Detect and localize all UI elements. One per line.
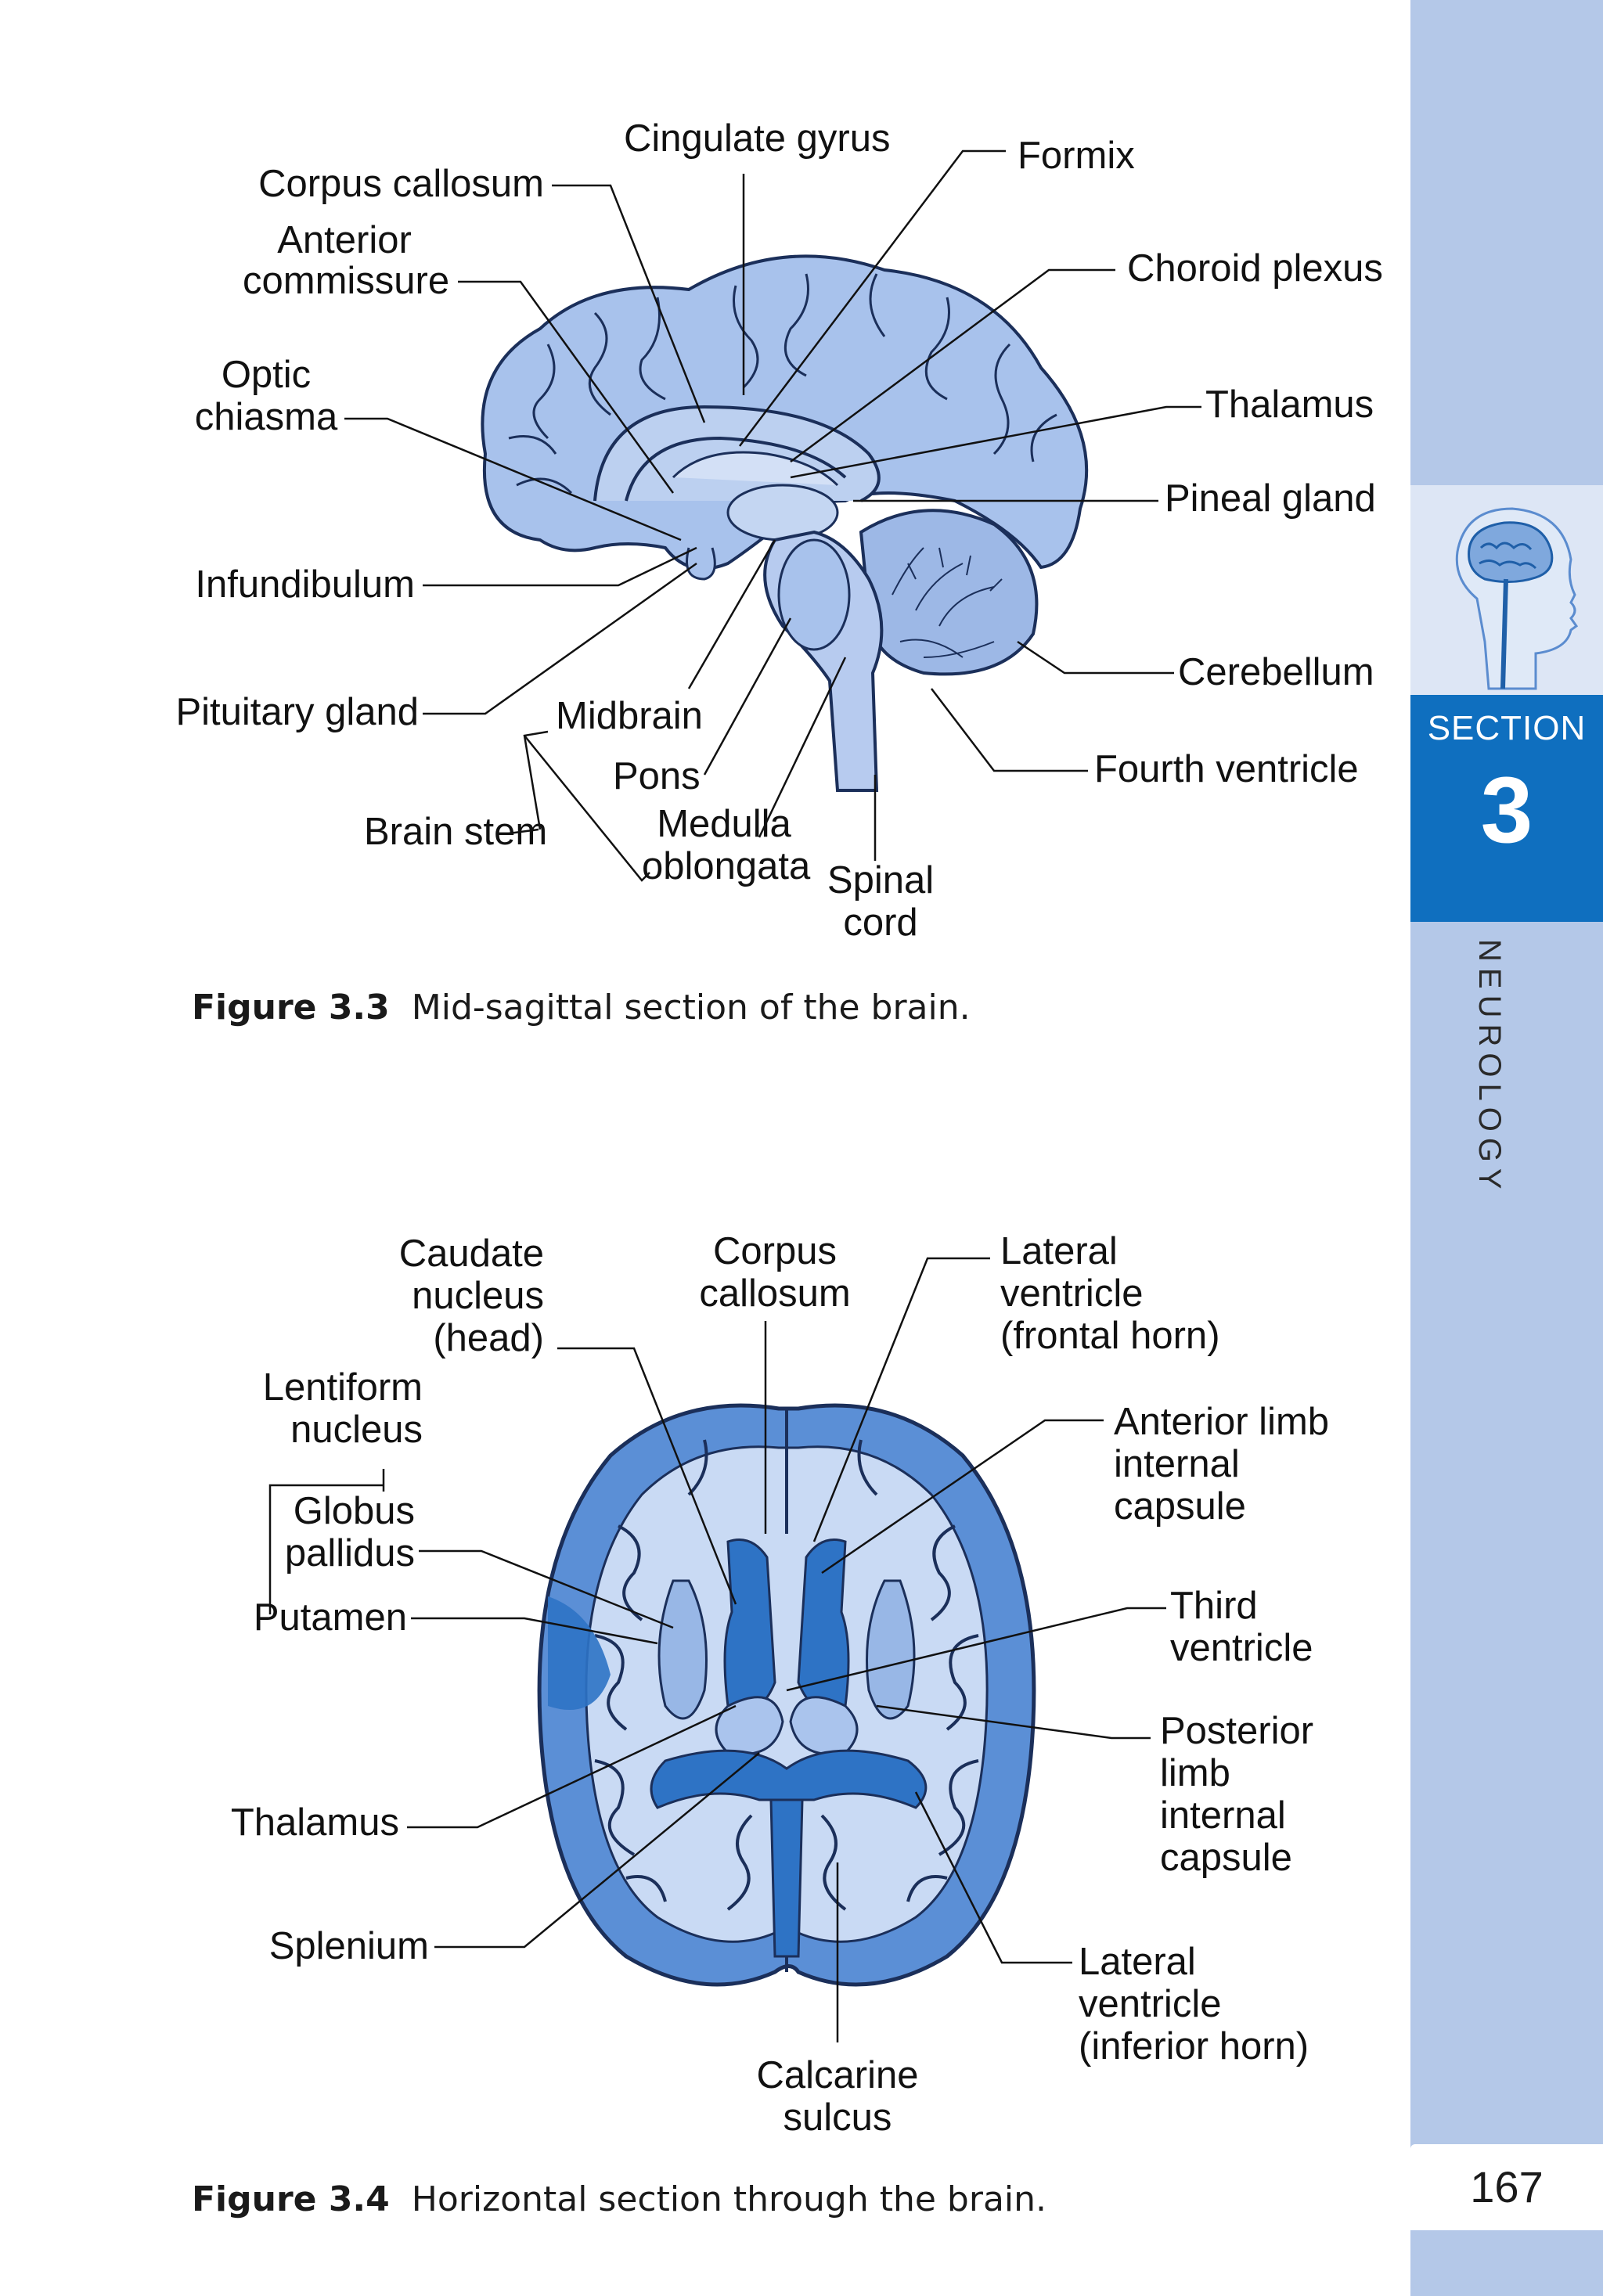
- section-number: 3: [1480, 758, 1533, 862]
- label-lv-inferior-3: (inferior horn): [1079, 2025, 1309, 2067]
- label-third-ventricle-2: ventricle: [1170, 1627, 1313, 1669]
- figure-3-4-caption-label: Figure 3.4: [192, 2179, 390, 2219]
- label-caudate-1: Caudate: [398, 1233, 544, 1275]
- label-putamen: Putamen: [253, 1596, 407, 1639]
- figure-3-3-caption-label: Figure 3.3: [192, 988, 390, 1027]
- label-pons: Pons: [613, 755, 701, 797]
- section-sidebar: [1410, 0, 1603, 2296]
- label-cingulate-gyrus: Cingulate gyrus: [624, 117, 891, 160]
- label-infundibulum: Infundibulum: [195, 563, 415, 606]
- label-pineal-gland: Pineal gland: [1165, 477, 1376, 520]
- chapter-name: NEUROLOGY: [1472, 939, 1507, 1196]
- figure-3-3-caption-text: Mid-sagittal section of the brain.: [411, 988, 971, 1027]
- label-fourth-ventricle: Fourth ventricle: [1094, 748, 1359, 790]
- label-post-limb-3: internal: [1160, 1794, 1286, 1837]
- label-lv-frontal-2: ventricle: [1000, 1272, 1144, 1315]
- label-spinal-cord-1: Spinal: [827, 859, 935, 901]
- label-cc-2: callosum: [699, 1272, 851, 1315]
- label-third-ventricle-1: Third: [1170, 1585, 1258, 1627]
- label-calcarine-2: sulcus: [783, 2096, 892, 2139]
- label-spinal-cord-2: cord: [843, 901, 918, 944]
- label-anterior-commissure-2: commissure: [243, 260, 450, 302]
- label-lv-frontal-1: Lateral: [1000, 1230, 1118, 1272]
- label-lv-inferior-1: Lateral: [1079, 1941, 1196, 1983]
- label-corpus-callosum: Corpus callosum: [258, 163, 544, 205]
- label-post-limb-2: limb: [1160, 1752, 1230, 1794]
- page-number: 167: [1410, 2144, 1603, 2230]
- label-globus-2: pallidus: [284, 1532, 415, 1574]
- label-fornix: Formix: [1018, 135, 1135, 177]
- label-midbrain: Midbrain: [556, 695, 703, 737]
- label-ant-limb-2: internal: [1114, 1443, 1240, 1485]
- figure-3-4-illustration: [268, 1257, 1166, 2042]
- label-optic-chiasma-2: chiasma: [194, 396, 338, 438]
- figure-3-4-caption: Figure 3.4 Horizontal section through th…: [192, 2179, 1046, 2219]
- label-anterior-commissure-1: Anterior: [277, 219, 412, 261]
- label-lv-inferior-2: ventricle: [1079, 1983, 1222, 2025]
- label-choroid-plexus: Choroid plexus: [1127, 247, 1383, 290]
- label-post-limb-1: Posterior: [1160, 1710, 1314, 1752]
- label-cc-1: Corpus: [713, 1230, 837, 1272]
- label-medulla-2: oblongata: [642, 845, 811, 887]
- section-badge: SECTION 3: [1410, 695, 1603, 922]
- section-label: SECTION: [1427, 709, 1587, 747]
- label-globus-1: Globus: [293, 1490, 415, 1532]
- label-cerebellum: Cerebellum: [1178, 651, 1374, 693]
- figure-3-3-caption: Figure 3.3 Mid-sagittal section of the b…: [192, 988, 971, 1027]
- label-lv-frontal-3: (frontal horn): [1000, 1315, 1220, 1357]
- label-lentiform-2: nucleus: [290, 1409, 423, 1451]
- head-brain-icon: [1410, 485, 1603, 700]
- label-brain-stem: Brain stem: [364, 811, 548, 853]
- label-thalamus-2: Thalamus: [230, 1801, 399, 1844]
- label-thalamus: Thalamus: [1205, 383, 1374, 426]
- figure-3-4-caption-text: Horizontal section through the brain.: [411, 2179, 1046, 2219]
- label-calcarine-1: Calcarine: [756, 2054, 919, 2096]
- label-medulla-1: Medulla: [657, 803, 791, 845]
- label-lentiform-1: Lentiform: [262, 1366, 423, 1409]
- label-splenium: Splenium: [268, 1925, 429, 1967]
- label-pituitary-gland: Pituitary gland: [175, 691, 419, 733]
- label-caudate-2: nucleus: [412, 1275, 544, 1317]
- label-post-limb-4: capsule: [1160, 1837, 1292, 1879]
- label-ant-limb-3: capsule: [1114, 1485, 1246, 1528]
- label-caudate-3: (head): [433, 1317, 544, 1359]
- label-optic-chiasma-1: Optic: [221, 354, 312, 396]
- figure-3-3-illustration: [344, 149, 1201, 882]
- label-ant-limb-1: Anterior limb: [1114, 1401, 1330, 1443]
